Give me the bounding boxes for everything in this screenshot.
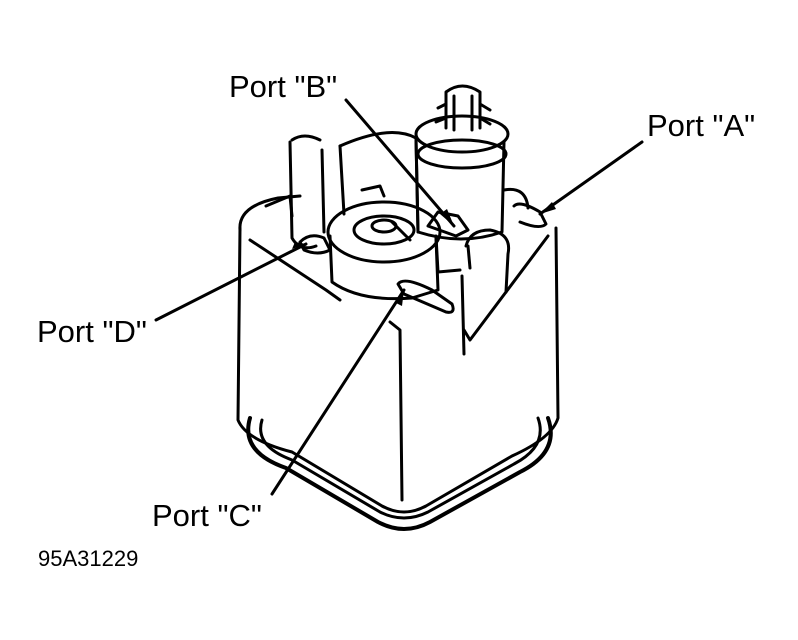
leader-arrow-port-a [540, 202, 556, 214]
center-valve-slot [390, 220, 412, 242]
leader-line-port-d [154, 242, 308, 322]
port-a-label: Port "A" [647, 108, 756, 143]
leader-arrow-port-b [440, 209, 454, 226]
valve-cap-ridge [452, 94, 474, 132]
rear-housing [338, 131, 420, 234]
port-d-label: Port "D" [37, 314, 147, 349]
figure-code: 95A31229 [38, 546, 139, 571]
left-stem-right [320, 148, 326, 234]
canister-front-edge [248, 238, 342, 302]
right-tube [464, 228, 511, 294]
valve-cap [444, 84, 482, 130]
canister-front-corner [388, 320, 404, 502]
left-stem [288, 140, 318, 250]
canister-base-rim [246, 416, 553, 531]
canister-right-edge [462, 234, 550, 342]
canister-top-left-edge [238, 194, 302, 232]
leader-arrow-port-c [396, 290, 404, 306]
right-tube-front [460, 274, 466, 356]
valve-cap-hex [434, 102, 492, 126]
leader-line-port-c [270, 288, 406, 496]
rib-left [264, 194, 294, 218]
port-b-label: Port "B" [229, 69, 338, 104]
rib-center [360, 184, 386, 198]
center-valve-inner [352, 214, 416, 246]
port-b-block-side [434, 234, 462, 274]
port-c-label: Port "C" [152, 498, 262, 533]
valve-tower-collar [416, 138, 508, 170]
valve-tower-top [414, 114, 510, 154]
canister-body [236, 226, 560, 514]
port-b-block [426, 210, 470, 238]
port-a-nozzle [512, 202, 548, 229]
rear-housing-left [338, 144, 346, 216]
leader-line-port-a [538, 140, 644, 216]
right-tube-left [466, 244, 472, 270]
port-c-nozzle [396, 279, 455, 314]
leader-line-port-b [344, 98, 456, 228]
left-stem-top [290, 134, 322, 142]
leader-arrow-port-d [292, 242, 306, 249]
port-d-nozzle [298, 234, 332, 255]
center-valve-outer [326, 200, 442, 264]
